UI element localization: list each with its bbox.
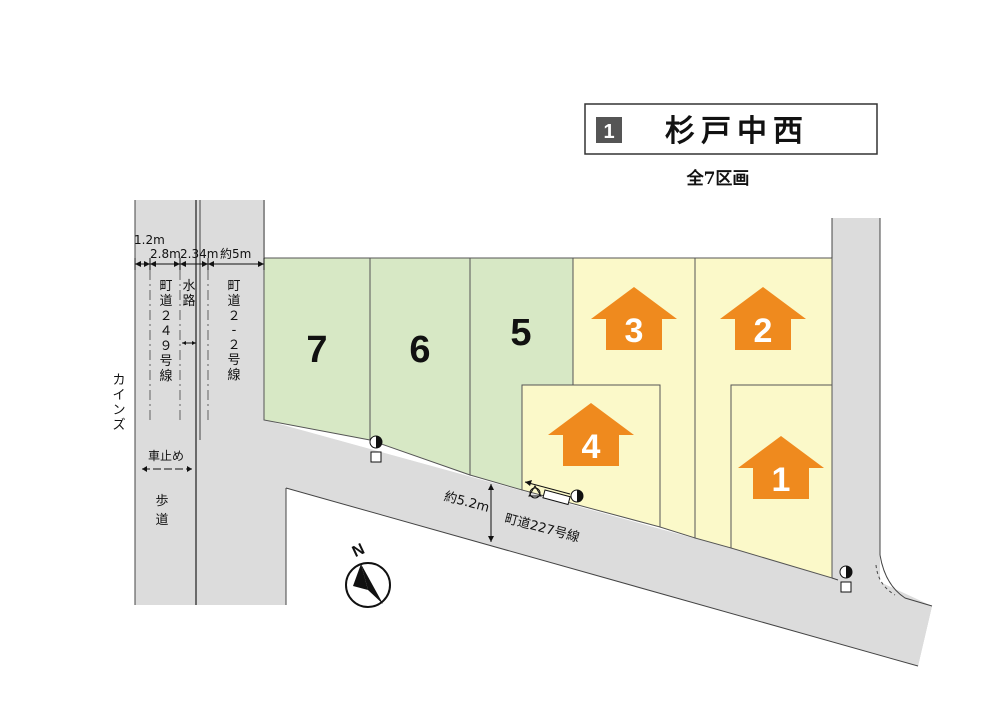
lot-2-number: 2 xyxy=(754,312,773,350)
arrow-icon-lot-1: 1 xyxy=(738,436,824,499)
arrow-icon-lot-4: 4 xyxy=(548,403,634,466)
svg-text:ズ: ズ xyxy=(112,417,125,433)
utility-marker-right xyxy=(839,565,853,593)
lot-3-number: 3 xyxy=(625,312,644,350)
subtitle-lot-count: 全7区画 xyxy=(686,168,750,189)
width-3-label: 2.34m xyxy=(180,247,218,261)
svg-text:ン: ン xyxy=(112,403,125,418)
title-box: 1 杉戸中西 xyxy=(584,103,878,155)
width-2-label: 2.8m xyxy=(150,247,181,261)
svg-text:４: ４ xyxy=(159,324,172,339)
svg-text:線: 線 xyxy=(159,368,172,384)
waterway-label: 水 路 xyxy=(182,279,196,345)
svg-text:町: 町 xyxy=(159,279,172,294)
width-1-label: 1.2m xyxy=(134,233,165,247)
svg-text:道: 道 xyxy=(159,294,172,309)
title-number: 1 xyxy=(603,121,614,143)
road-227-area xyxy=(264,420,932,666)
lot-4-number: 4 xyxy=(582,428,601,466)
lot-1-number: 1 xyxy=(772,461,791,499)
lot-6-number: 6 xyxy=(409,329,430,371)
svg-text:２: ２ xyxy=(159,309,172,324)
svg-text:イ: イ xyxy=(112,388,125,403)
road-249-label: 町 道 ２ ４ ９ 号 線 xyxy=(159,279,172,384)
width-4-label: 約5m xyxy=(220,246,251,261)
svg-text:町: 町 xyxy=(227,279,240,294)
svg-text:歩: 歩 xyxy=(155,494,168,509)
lot-7-number: 7 xyxy=(306,329,327,371)
road-2-2-label: 町 道 ２ - ２ 号 線 xyxy=(227,279,240,383)
svg-text:２: ２ xyxy=(227,338,240,353)
lot-5-number: 5 xyxy=(510,312,531,354)
svg-text:-: - xyxy=(232,323,237,338)
utility-marker-left xyxy=(369,435,383,463)
kains-label: カ イ ン ズ xyxy=(112,373,125,433)
svg-text:９: ９ xyxy=(159,339,172,354)
svg-text:道: 道 xyxy=(227,294,240,309)
svg-text:号: 号 xyxy=(159,354,172,369)
svg-text:線: 線 xyxy=(227,367,240,383)
sidewalk-label: 歩 道 xyxy=(155,494,168,528)
car-stop-label: 車止め xyxy=(148,449,184,463)
compass-letter: N xyxy=(350,541,368,561)
right-road-area xyxy=(832,218,932,666)
width-dimensions: 1.2m 2.8m 2.34m 約5m xyxy=(134,233,265,270)
north-compass-icon: N xyxy=(345,541,391,608)
svg-text:水: 水 xyxy=(182,279,195,294)
svg-text:道: 道 xyxy=(155,513,168,528)
road-edges xyxy=(263,200,933,667)
svg-text:路: 路 xyxy=(182,293,195,309)
arrow-icon-lot-2: 2 xyxy=(720,287,806,350)
arrow-icon-lot-3: 3 xyxy=(591,287,677,350)
title-name: 杉戸中西 xyxy=(665,114,809,149)
svg-text:号: 号 xyxy=(227,353,240,368)
svg-text:２: ２ xyxy=(227,309,240,324)
car-stop: 車止め xyxy=(142,449,192,472)
svg-text:カ: カ xyxy=(112,373,125,388)
utility-marker-center xyxy=(524,480,584,506)
